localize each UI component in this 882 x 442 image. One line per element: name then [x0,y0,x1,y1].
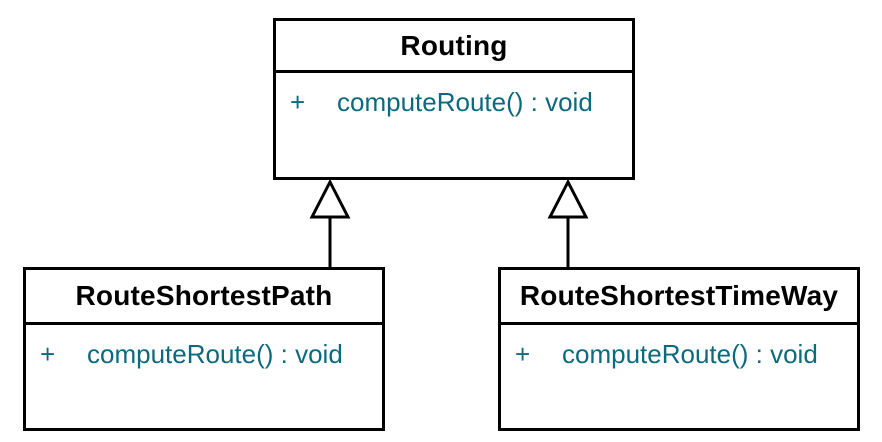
generalization-arrow-right [547,178,589,268]
methods-compartment: + computeRoute() : void [501,325,857,370]
methods-compartment: + computeRoute() : void [26,325,382,370]
method-row: + computeRoute() : void [40,338,382,370]
method-signature: computeRoute() : void [562,339,818,369]
method-row: + computeRoute() : void [515,338,857,370]
class-box-route-shortest-path: RouteShortestPath + computeRoute() : voi… [23,267,385,431]
class-title: RouteShortestPath [26,270,382,325]
hollow-triangle-arrowhead-right [547,178,589,219]
class-title: RouteShortestTimeWay [501,270,857,325]
method-row: + computeRoute() : void [290,86,632,118]
generalization-arrow-left [309,178,351,268]
hollow-triangle-arrowhead-left [309,178,351,219]
class-box-route-shortest-time-way: RouteShortestTimeWay + computeRoute() : … [498,267,860,431]
class-title: Routing [276,21,632,73]
methods-compartment: + computeRoute() : void [276,73,632,118]
method-signature: computeRoute() : void [337,87,593,117]
method-visibility: + [290,87,306,117]
class-box-routing: Routing + computeRoute() : void [273,18,635,180]
method-signature: computeRoute() : void [87,339,343,369]
method-visibility: + [515,339,531,369]
method-visibility: + [40,339,56,369]
